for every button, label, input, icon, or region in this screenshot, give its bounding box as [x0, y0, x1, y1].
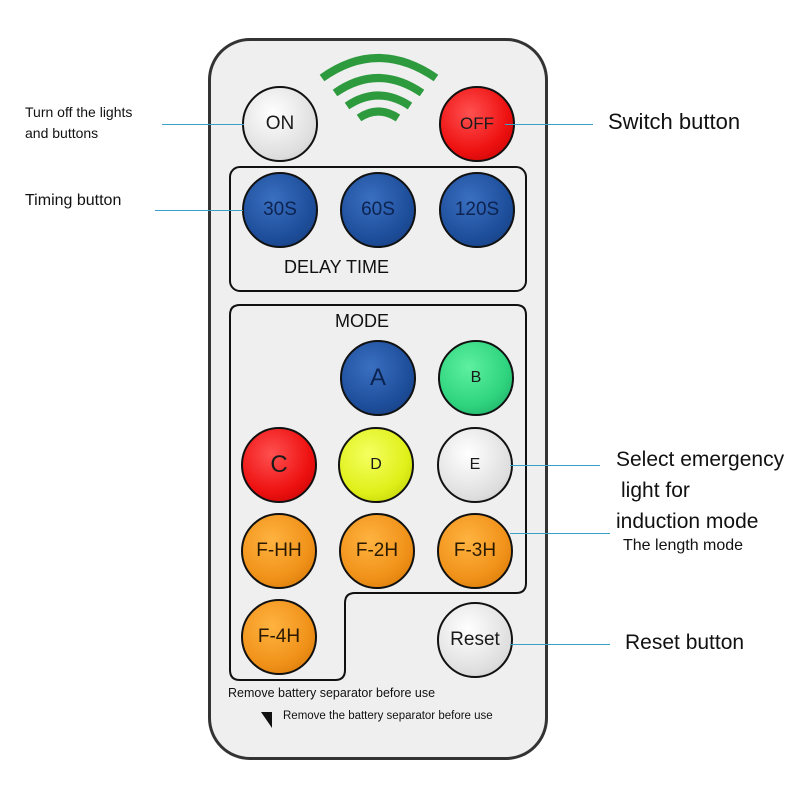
mode-b-button[interactable]: B [438, 340, 514, 416]
delay-60s-button[interactable]: 60S [340, 172, 416, 248]
label: C [270, 451, 288, 478]
annotation-reset: Reset button [625, 631, 745, 654]
label: E [469, 456, 481, 473]
label: F-HH [256, 540, 302, 561]
battery-note-secondary: Remove the battery separator before use [283, 710, 493, 722]
arrow-icon [261, 712, 272, 728]
label: F-4H [257, 626, 301, 647]
annotation-emergency: Select emergency light for induction mod… [616, 444, 784, 537]
delay-time-group [229, 166, 527, 292]
annotation-switch: Switch button [608, 109, 741, 134]
annotation-length: The length mode [623, 537, 744, 554]
annotation-timing: Timing button [25, 192, 122, 209]
mode-e-button[interactable]: E [437, 427, 513, 503]
leader-line-reset [510, 644, 610, 645]
line3: induction mode [616, 510, 759, 533]
mode-c-button[interactable]: C [241, 427, 317, 503]
leader-line-on [162, 124, 244, 125]
mode-group [229, 304, 527, 681]
mode-d-button[interactable]: D [338, 427, 414, 503]
delay-120s-button[interactable]: 120S [439, 172, 515, 248]
label: 60S [361, 199, 395, 220]
delay-30s-button[interactable]: 30S [242, 172, 318, 248]
label: 120S [454, 199, 500, 220]
mode-f2h-button[interactable]: F-2H [339, 513, 415, 589]
line1: Select emergency [616, 448, 785, 471]
annotation-turn-off: Turn off the lights and buttons [25, 102, 132, 144]
battery-note: Remove battery separator before use [228, 686, 436, 700]
reset-button[interactable]: Reset [437, 602, 513, 678]
label: F-2H [355, 540, 399, 561]
label: B [470, 369, 482, 386]
mode-label: MODE [331, 311, 393, 332]
mode-a-button[interactable]: A [340, 340, 416, 416]
label: A [369, 364, 386, 391]
leader-line-off [505, 124, 593, 125]
line1: Turn off the lights [25, 104, 133, 120]
mode-f3h-button[interactable]: F-3H [437, 513, 513, 589]
label: 30S [263, 199, 297, 220]
off-label: OFF [460, 114, 494, 133]
label: Reset [450, 629, 500, 650]
on-button[interactable]: ON [242, 86, 318, 162]
delay-time-label: DELAY TIME [284, 257, 390, 277]
off-button[interactable]: OFF [439, 86, 515, 162]
label: F-3H [453, 540, 497, 561]
leader-line-timing [155, 210, 243, 211]
on-label: ON [265, 113, 295, 134]
leader-line-emergency [510, 465, 600, 466]
line2: and buttons [25, 125, 99, 141]
wifi-signal-icon [319, 54, 439, 122]
label: D [370, 456, 382, 473]
mode-f4h-button[interactable]: F-4H [241, 599, 317, 675]
mode-fhh-button[interactable]: F-HH [241, 513, 317, 589]
leader-line-length [510, 533, 610, 534]
line2: light for [621, 479, 690, 502]
